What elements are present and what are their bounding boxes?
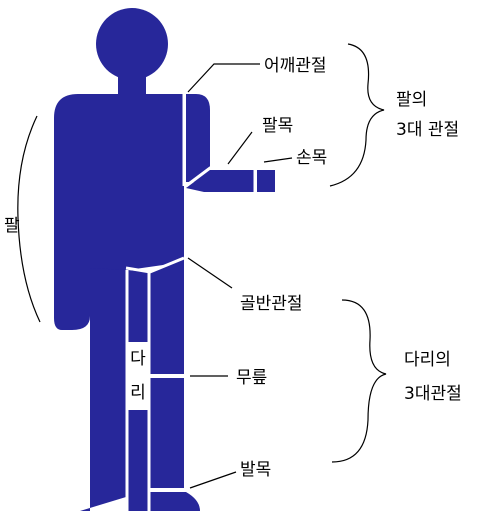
ankle-leader — [189, 471, 237, 489]
wrist-label-1: 팔목 — [262, 116, 294, 136]
arm-brace — [17, 115, 41, 323]
arm-joints-brace — [329, 43, 385, 187]
arm-group-label-line1: 팔의 — [396, 90, 428, 110]
wrist-leader-1 — [227, 131, 253, 165]
head — [96, 8, 168, 80]
leg-label-char2: 리 — [128, 376, 148, 410]
leg-label-char1: 다 — [128, 342, 148, 376]
torso-left-arm — [54, 94, 184, 330]
arm-group-label-line2: 3대 관절 — [396, 120, 460, 140]
leg-group-label-line2: 3대관절 — [404, 384, 462, 404]
forearm — [186, 170, 254, 192]
left-leg — [80, 268, 126, 511]
knee-label: 무릎 — [236, 368, 268, 388]
human-figure — [54, 8, 275, 511]
hand — [257, 170, 275, 192]
shoulder-joint-label: 어깨관절 — [264, 56, 327, 76]
leg-group-label-line1: 다리의 — [404, 350, 451, 370]
ankle-label: 발목 — [240, 460, 272, 480]
hip-joint-label: 골반관절 — [240, 294, 303, 314]
wrist-label-2: 손목 — [296, 148, 328, 168]
upper-right-arm — [186, 94, 210, 182]
joint-gaps — [125, 94, 257, 511]
right-foot — [150, 492, 200, 511]
right-leg-lower — [150, 378, 184, 488]
arm-label: 팔 — [4, 216, 20, 236]
wrist-leader-2 — [263, 157, 293, 163]
right-leg-upper — [150, 258, 184, 374]
shoulder-leader — [187, 63, 260, 93]
hip-leader — [187, 257, 233, 289]
leg-joints-brace — [331, 299, 387, 463]
leader-lines — [17, 43, 387, 489]
